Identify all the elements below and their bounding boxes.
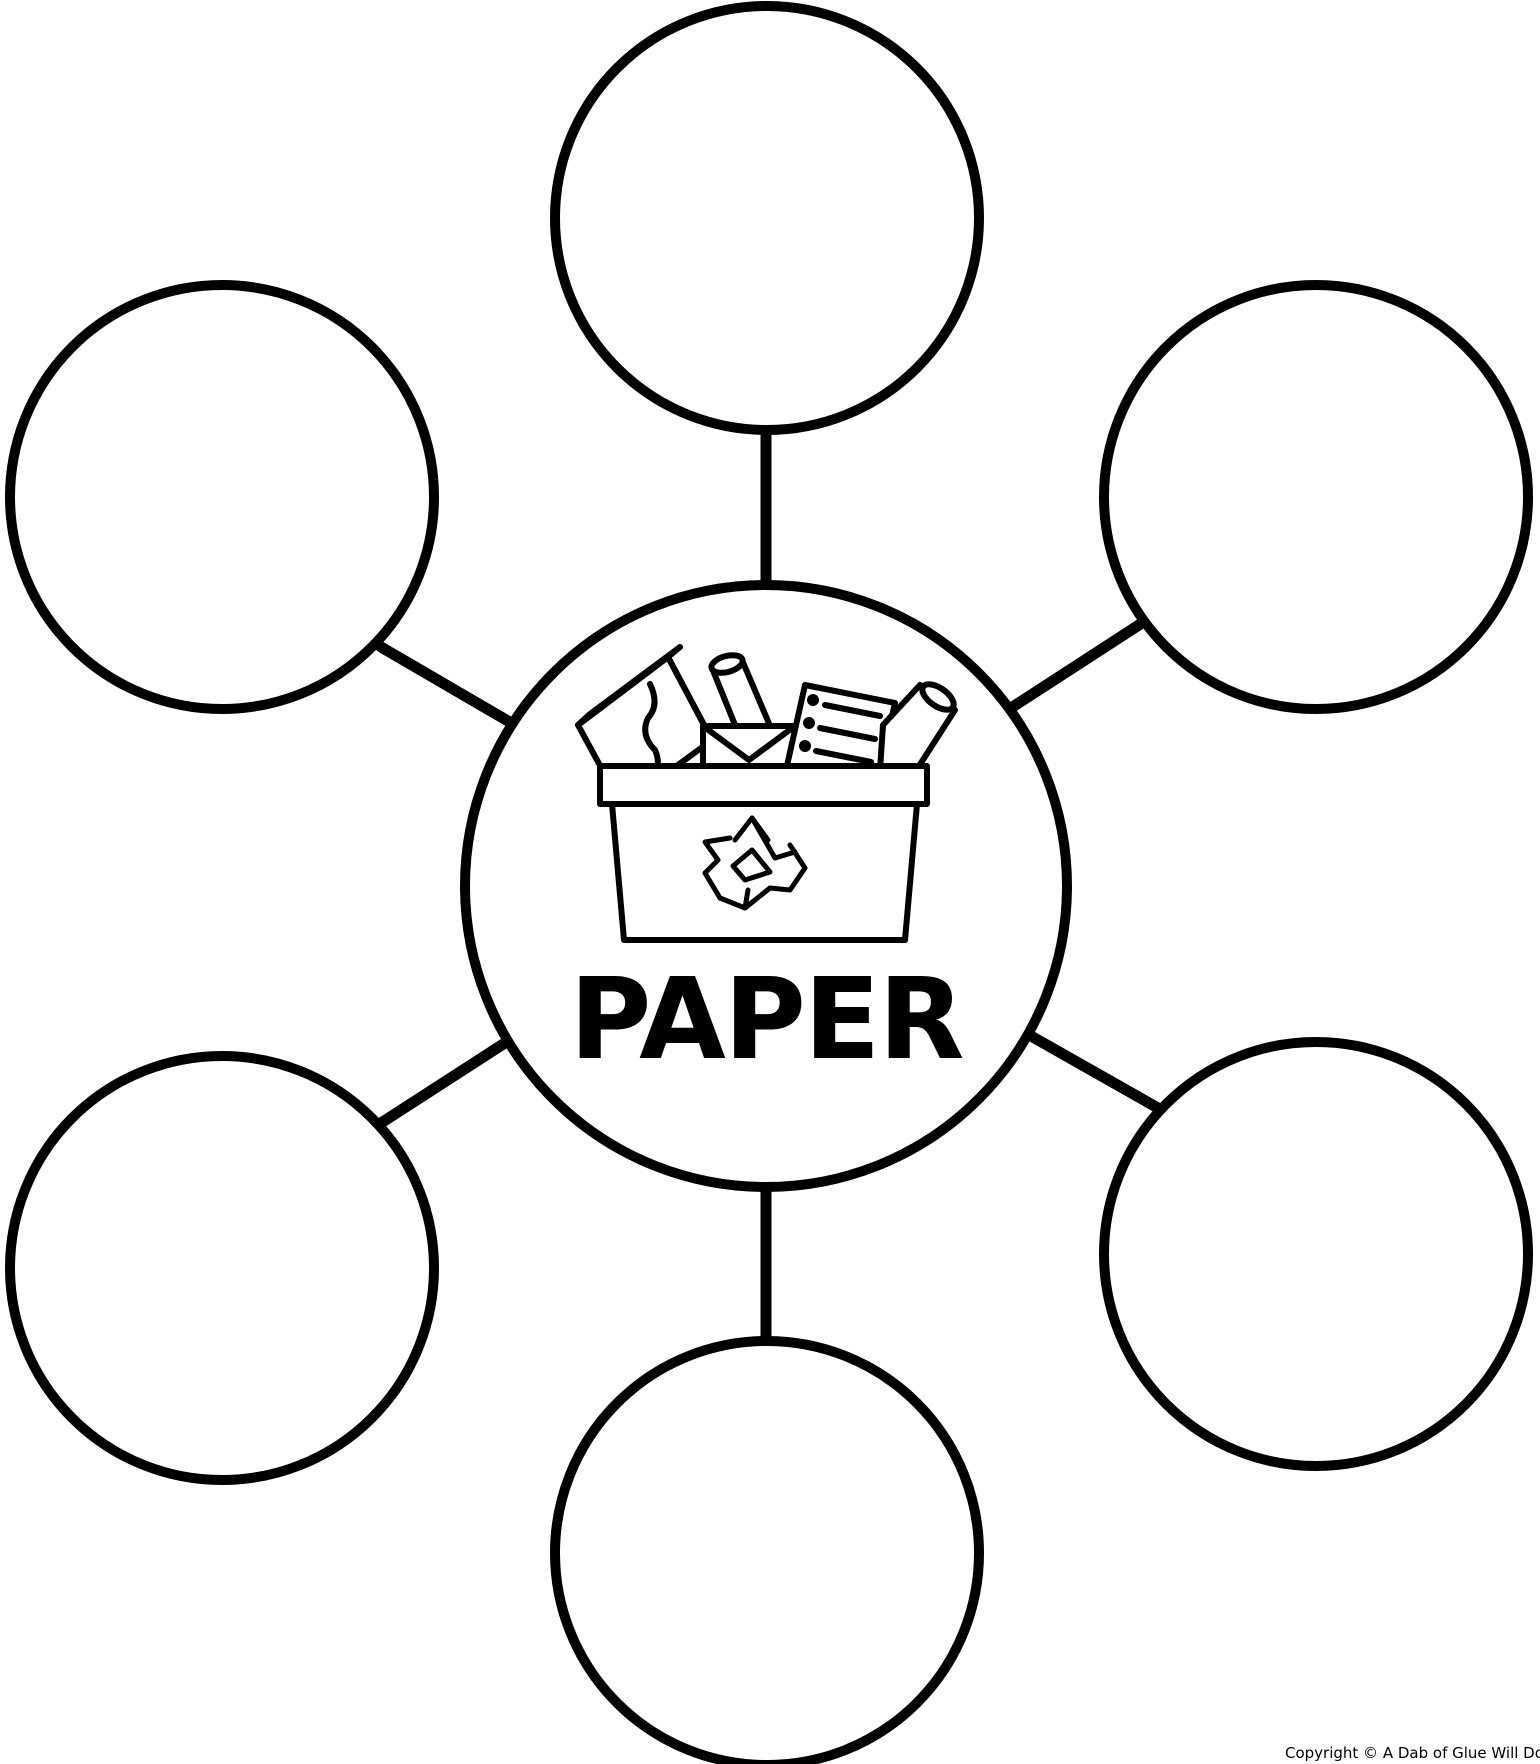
outer-bubble-bottom[interactable] bbox=[555, 1341, 979, 1764]
outer-bubble-bottom-right[interactable] bbox=[1104, 1042, 1528, 1466]
outer-bubble-top-right[interactable] bbox=[1104, 285, 1528, 709]
outer-bubble-top-left[interactable] bbox=[10, 285, 434, 709]
connector-bottom-right bbox=[1031, 1036, 1165, 1112]
connector-bottom-left bbox=[381, 1041, 508, 1123]
copyright-text: Copyright © A Dab of Glue Will Do bbox=[1285, 1744, 1540, 1762]
outer-bubble-top[interactable] bbox=[555, 6, 979, 430]
connector-top-left bbox=[381, 647, 508, 721]
outer-bubble-bottom-left[interactable] bbox=[10, 1056, 434, 1480]
center-title: PAPER bbox=[569, 955, 962, 1085]
connector-top-right bbox=[1011, 623, 1142, 708]
